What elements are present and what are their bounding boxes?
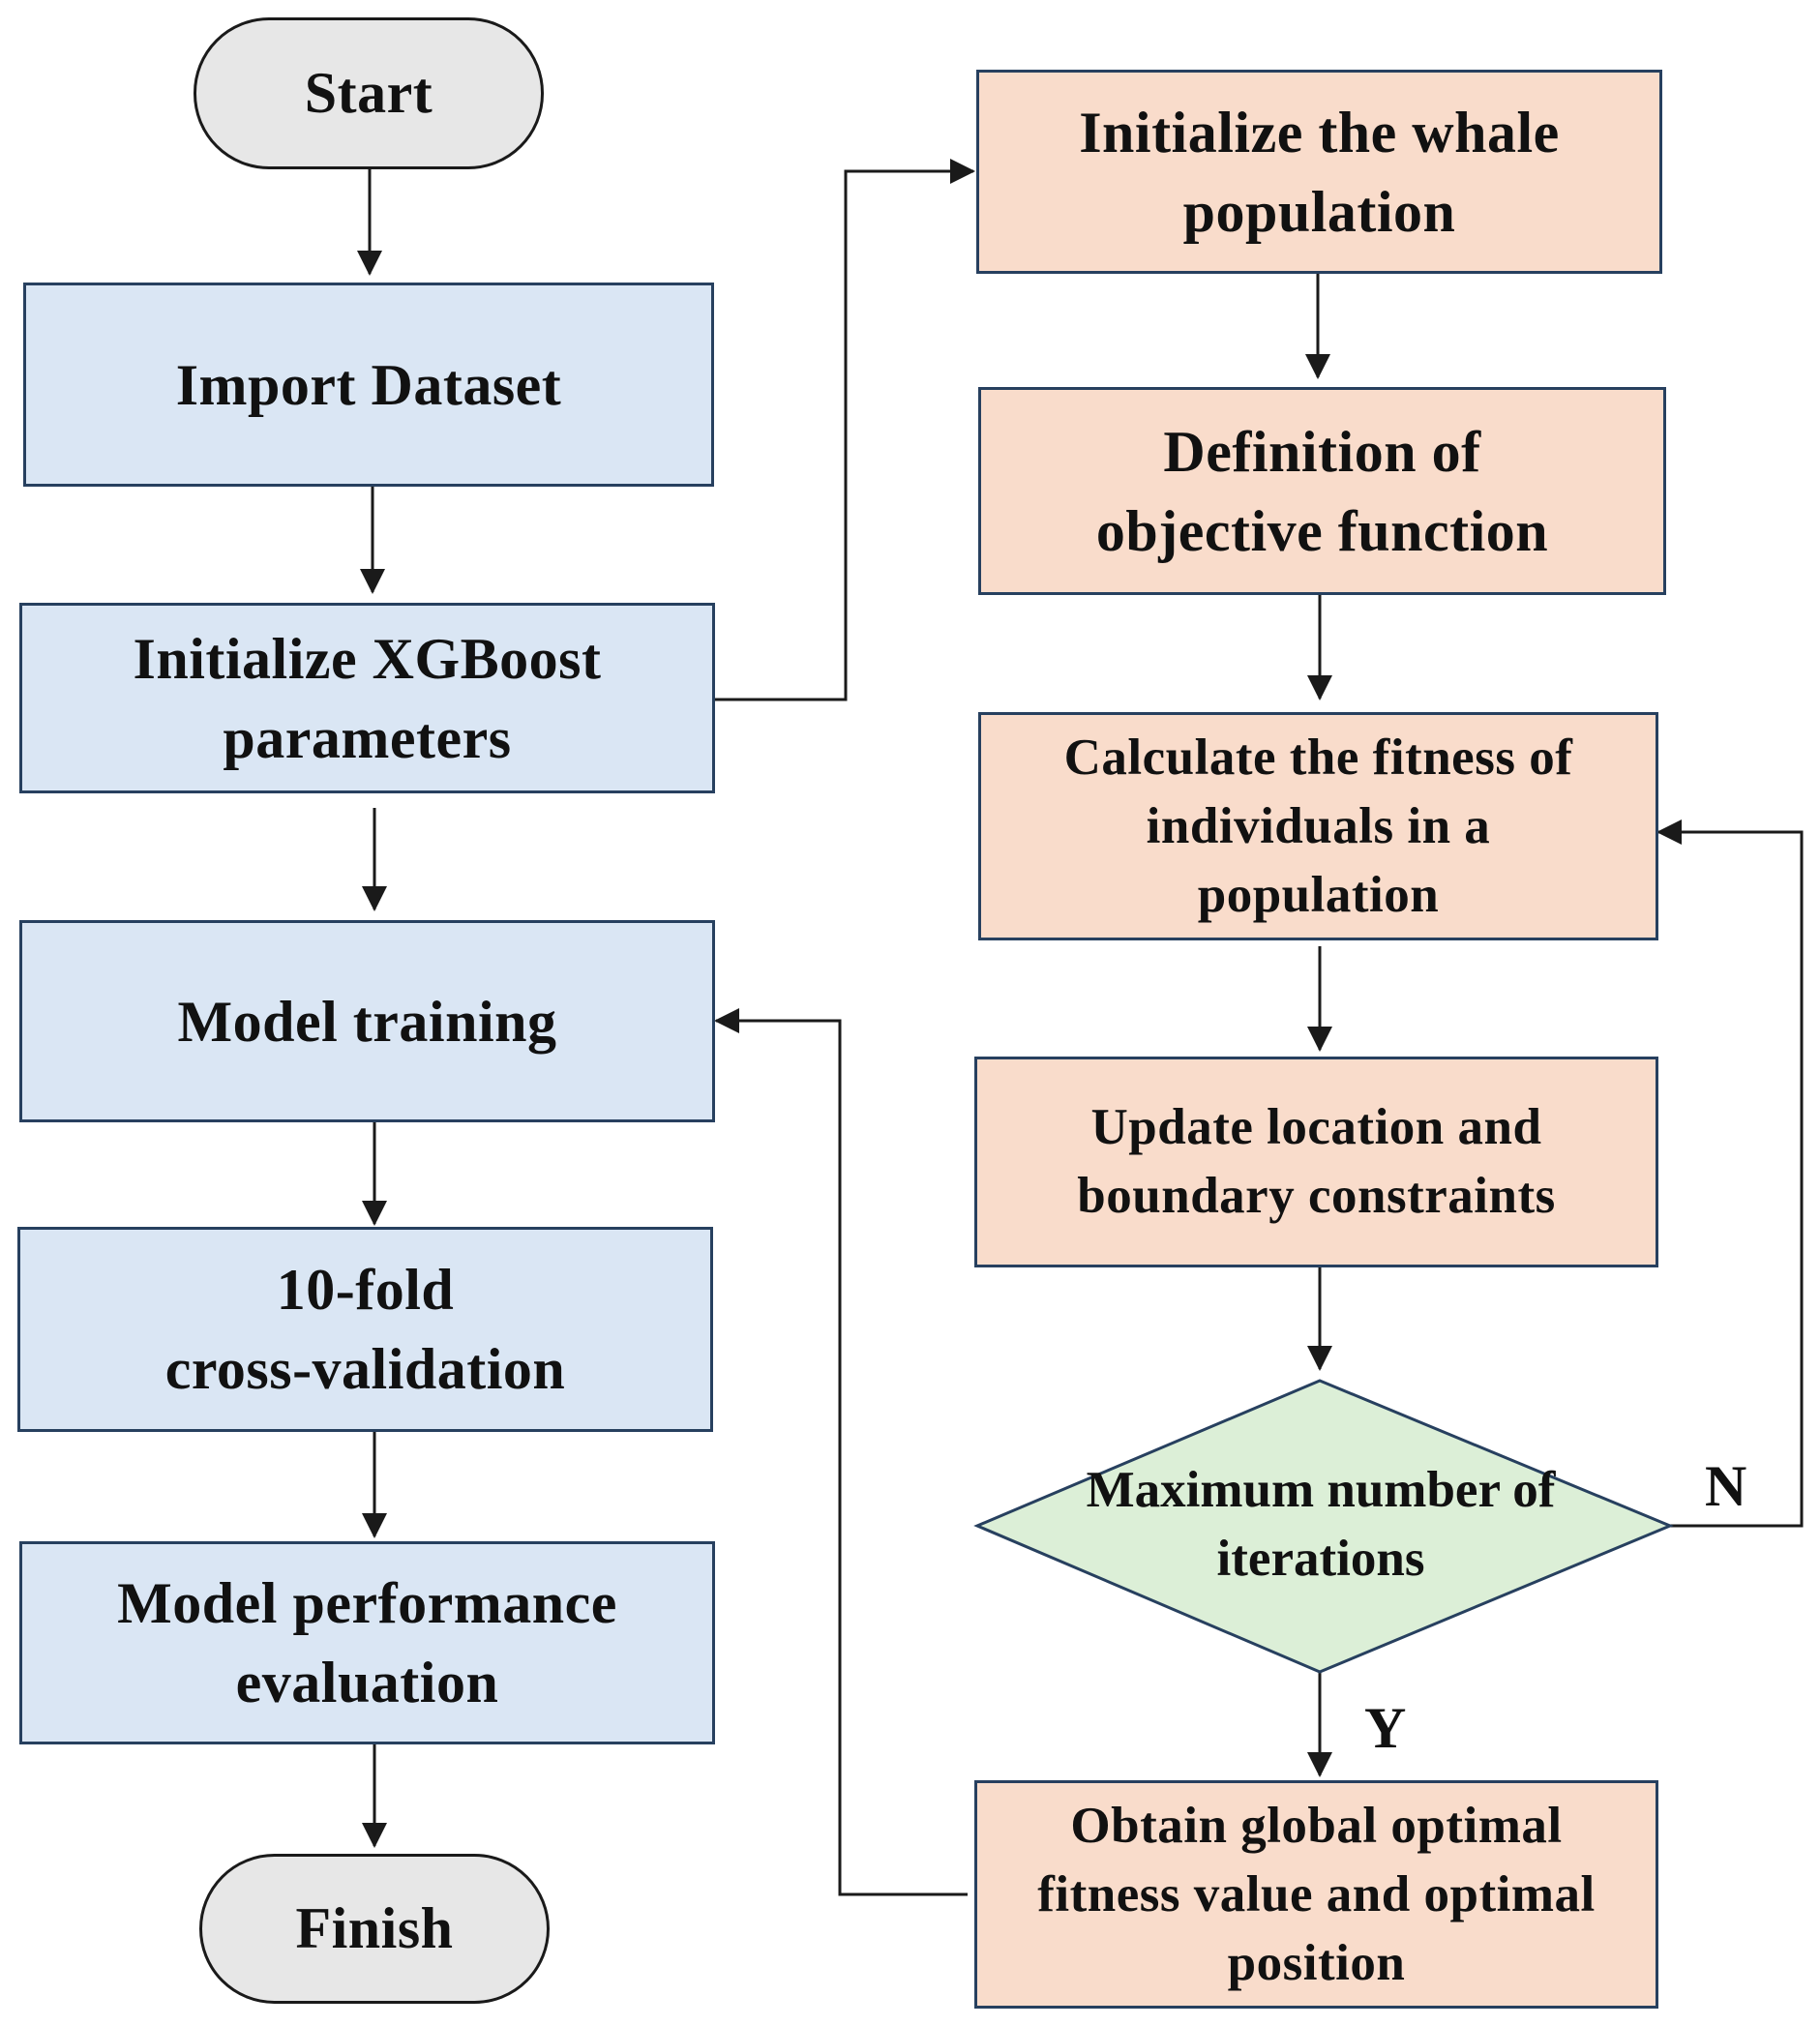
import-dataset-label: Import Dataset [175, 352, 562, 417]
cross-validation-label: 10-fold cross-validation [164, 1258, 566, 1401]
init-xgboost-label: Initialize XGBoost parameters [133, 626, 602, 770]
update-location-label: Update location and boundary constraints [1077, 1099, 1556, 1224]
decision-diamond [973, 1379, 1674, 1674]
model-training-node: Model training [19, 920, 715, 1122]
calc-fitness-label: Calculate the fitness of individuals in … [1063, 729, 1573, 923]
edge-label-yes: Y [1364, 1696, 1407, 1760]
max-iterations-label: Maximum number of iterations [1086, 1462, 1556, 1587]
start-label: Start [304, 61, 433, 125]
edge-label-no: N [1705, 1454, 1747, 1518]
performance-evaluation-node: Model performance evaluation [19, 1541, 715, 1744]
max-iterations-label-wrap: Maximum number of iterations [1006, 1456, 1635, 1594]
objective-function-node: Definition of objective function [978, 387, 1666, 595]
finish-label: Finish [295, 1896, 454, 1960]
init-whale-node: Initialize the whale population [976, 70, 1662, 274]
init-whale-label: Initialize the whale population [1079, 100, 1560, 244]
init-xgboost-node: Initialize XGBoost parameters [19, 603, 715, 793]
cross-validation-node: 10-fold cross-validation [17, 1227, 713, 1432]
model-training-label: Model training [177, 989, 557, 1054]
start-node: Start [194, 17, 544, 169]
arrow-xgboost-to-whale [713, 159, 975, 701]
arrow-obtain-to-training [714, 1008, 968, 1896]
obtain-optimal-node: Obtain global optimal fitness value and … [974, 1780, 1658, 2009]
objective-function-label: Definition of objective function [1095, 419, 1549, 563]
performance-evaluation-label: Model performance evaluation [117, 1571, 617, 1714]
update-location-node: Update location and boundary constraints [974, 1057, 1658, 1267]
import-dataset-node: Import Dataset [23, 283, 714, 487]
finish-node: Finish [199, 1854, 550, 2004]
obtain-optimal-label: Obtain global optimal fitness value and … [1037, 1797, 1596, 1991]
calc-fitness-node: Calculate the fitness of individuals in … [978, 712, 1658, 940]
arrow-decision-no-to-fitness [1656, 819, 1804, 1528]
